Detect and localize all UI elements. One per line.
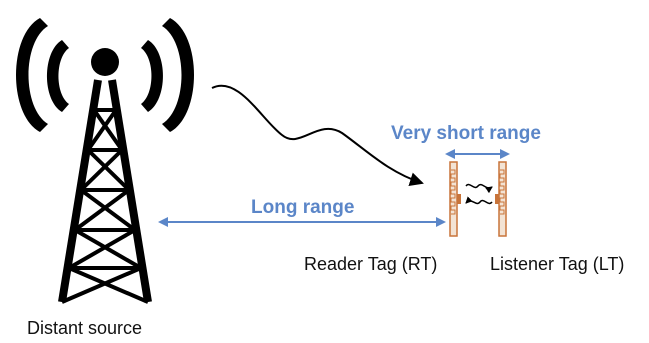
very-short-range-label: Very short range <box>391 123 541 144</box>
signal-arrow <box>211 84 424 186</box>
distant-source-label: Distant source <box>27 318 143 338</box>
tag-signal-arrow-left <box>465 196 493 205</box>
broadcast-waves-icon <box>16 18 194 132</box>
long-range-label: Long range <box>251 197 355 218</box>
reader-tag-label: Reader Tag (RT) <box>304 254 438 274</box>
radio-tower-icon <box>58 48 152 304</box>
listener-tag-label: Listener Tag (LT) <box>490 254 625 274</box>
reader-tag-icon <box>449 161 461 237</box>
listener-tag-icon <box>495 161 507 237</box>
tag-signal-arrow-right <box>465 183 493 194</box>
